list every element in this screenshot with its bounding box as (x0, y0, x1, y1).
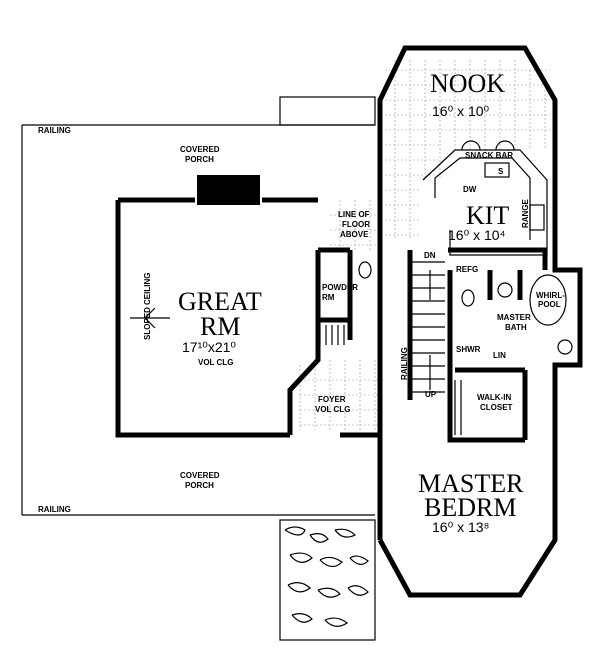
line-of-floor-label3: ABOVE (340, 230, 369, 239)
bath-sink-2 (557, 339, 573, 355)
whirlpool-label2: POOL (538, 300, 561, 309)
great-rm-name2: RM (200, 312, 240, 341)
whirlpool-tub (529, 274, 567, 326)
great-rm-note: VOL CLG (198, 358, 233, 367)
porch-top-name2: PORCH (185, 155, 214, 164)
walls (115, 45, 583, 598)
line-of-floor-label2: FLOOR (342, 220, 370, 229)
bath-sink-1 (497, 282, 513, 298)
stair-railing-label: RAILING (400, 347, 409, 380)
lin-label: LIN (493, 351, 506, 360)
great-rm-name1: GREAT (178, 287, 262, 316)
nook-name: NOOK (430, 69, 505, 98)
sloped-ceiling-arrow-icon (130, 307, 170, 329)
powder-rm-name2: RM (322, 293, 335, 302)
master-bedrm-name2: BEDRM (424, 493, 516, 522)
master-bath-name2: BATH (505, 323, 527, 332)
fireplace (197, 175, 260, 205)
powder-rm-name1: POWDER (322, 283, 358, 292)
up-label: UP (425, 390, 437, 399)
master-bath-name1: MASTER (497, 313, 531, 322)
closet-shelving (319, 325, 462, 435)
railing-label-bottom: RAILING (38, 505, 71, 514)
whirlpool-label1: WHIRL- (536, 291, 565, 300)
closet-name1: WALK-IN (477, 393, 511, 402)
stone-walkway (279, 519, 376, 641)
ceiling-label: CEILING (143, 273, 152, 305)
railing-label-top: RAILING (38, 126, 71, 135)
hearth (211, 180, 246, 202)
range (529, 204, 545, 231)
kit-size: 16⁰ x 10⁴ (448, 227, 506, 243)
porch-bottom-name1: COVERED (180, 471, 220, 480)
master-bedrm-size: 16⁰ x 13⁸ (432, 519, 490, 535)
dn-label: DN (424, 251, 436, 260)
nook-size: 16⁰ x 10⁰ (432, 103, 490, 119)
toilet (461, 289, 475, 307)
closet-name2: CLOSET (480, 403, 513, 412)
great-rm-size: 17¹⁰x21⁰ (182, 339, 236, 355)
range-label: RANGE (521, 198, 530, 228)
porch-top-name1: COVERED (180, 145, 220, 154)
foyer-note: VOL CLG (315, 405, 350, 414)
dw-label: DW (463, 185, 477, 194)
sink (484, 162, 510, 178)
sink-label: S (498, 167, 504, 176)
stairs (410, 261, 445, 393)
porch-bottom-name2: PORCH (185, 481, 214, 490)
snack-bar-label: SNACK BAR (465, 151, 513, 160)
powder-toilet (358, 261, 372, 279)
tile-floor-pattern (299, 60, 550, 430)
front-steps (279, 96, 376, 126)
kitchen-counter (422, 149, 548, 256)
master-bedrm-name1: MASTER (418, 469, 524, 498)
refg-label: REFG (456, 265, 478, 274)
kit-name: KIT (466, 201, 509, 230)
sloped-label: SLOPED (143, 307, 152, 340)
foyer-name: FOYER (318, 395, 346, 404)
nook-stools (461, 140, 515, 151)
shwr-label: SHWR (456, 345, 481, 354)
line-of-floor-label1: LINE OF (338, 210, 370, 219)
